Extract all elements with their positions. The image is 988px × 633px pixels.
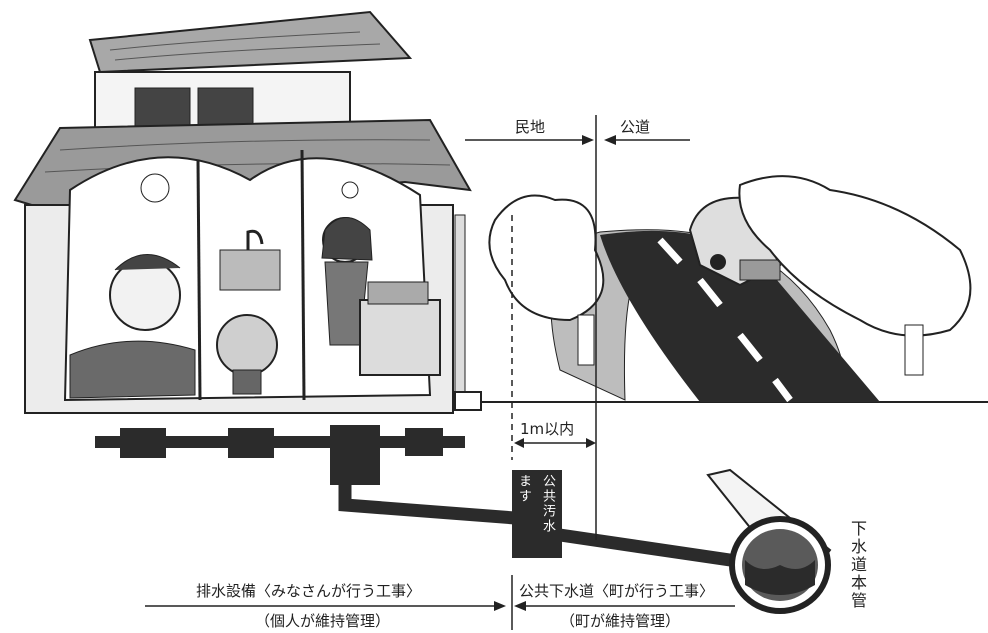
private-maint-label: （個人が維持管理）	[255, 612, 391, 630]
car	[688, 196, 782, 287]
downspout	[454, 214, 482, 411]
private-land-label: 民地	[515, 118, 546, 136]
main-sewer-pipe	[706, 468, 832, 614]
land-arrows	[465, 135, 690, 145]
main-pipe-label: 下水道本管	[848, 520, 867, 610]
bath-scene	[69, 173, 196, 399]
inspection-chambers	[95, 425, 465, 485]
lateral-pipe	[338, 485, 731, 567]
public-road-label: 公道	[620, 118, 651, 136]
public-maint-label: （町が維持管理）	[560, 612, 681, 630]
bottom-arrows	[145, 575, 735, 630]
public-work-label: 公共下水道〈町が行う工事〉	[519, 582, 715, 600]
public-sewer-basin	[512, 470, 562, 558]
distance-arrow	[514, 438, 596, 448]
upper-floor	[94, 71, 351, 133]
toilet-scene	[216, 229, 281, 395]
basin-label-left: ます	[516, 474, 531, 504]
private-work-label: 排水設備〈みなさんが行う工事〉	[196, 582, 422, 600]
trees-right	[738, 175, 972, 376]
trees-left	[488, 194, 605, 366]
kitchen-scene	[321, 181, 441, 376]
upper-roof	[88, 10, 413, 74]
basin-label-right: 公共汚水	[540, 474, 555, 534]
distance-label: 1m以内	[520, 420, 575, 438]
